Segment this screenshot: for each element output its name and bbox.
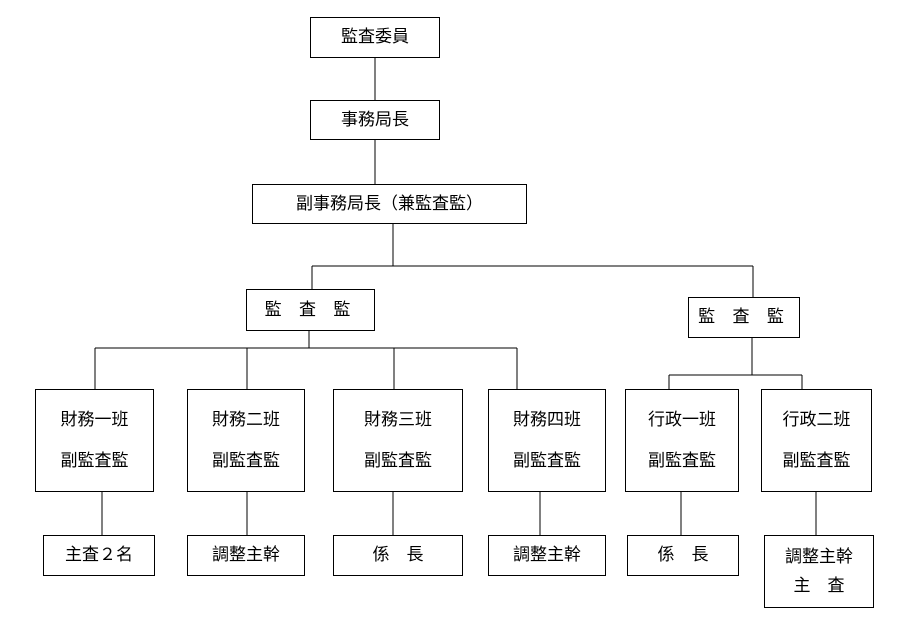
staff-box-finance-4: 調整主幹 — [488, 535, 606, 576]
team-name: 財務三班 — [364, 410, 432, 431]
team-name: 財務四班 — [513, 410, 581, 431]
committee-label: 監査委員 — [341, 27, 409, 48]
team-box-finance-3: 財務三班 副監査監 — [333, 389, 463, 492]
team-head: 副監査監 — [364, 450, 432, 471]
team-box-finance-4: 財務四班 副監査監 — [488, 389, 606, 492]
team-head: 副監査監 — [648, 450, 716, 471]
team-head: 副監査監 — [513, 450, 581, 471]
team-head: 副監査監 — [782, 450, 851, 471]
deputy-director-label: 副事務局長（兼監査監） — [296, 193, 483, 214]
auditor-left-label: 監 査 監 — [264, 299, 357, 320]
team-head: 副監査監 — [212, 450, 280, 471]
staff-label: 調整主幹 — [785, 547, 853, 568]
team-box-finance-2: 財務二班 副監査監 — [187, 389, 305, 492]
staff-label: 係 長 — [657, 545, 709, 566]
staff-box-admin-2: 調整主幹 主 査 — [764, 535, 874, 608]
staff-label: 主 査 — [793, 575, 845, 596]
staff-label: 調整主幹 — [513, 545, 581, 566]
director-label: 事務局長 — [341, 109, 409, 130]
staff-box-finance-2: 調整主幹 — [187, 535, 305, 576]
team-box-finance-1: 財務一班 副監査監 — [35, 389, 154, 492]
team-name: 行政二班 — [782, 410, 851, 431]
team-box-admin-2: 行政二班 副監査監 — [761, 389, 872, 492]
auditor-right-box: 監 査 監 — [688, 297, 800, 338]
team-name: 行政一班 — [648, 410, 716, 431]
staff-label: 主査２名 — [65, 545, 133, 566]
team-name: 財務一班 — [60, 410, 129, 431]
team-head: 副監査監 — [60, 450, 129, 471]
staff-box-finance-1: 主査２名 — [43, 535, 155, 576]
auditor-left-box: 監 査 監 — [246, 289, 375, 331]
auditor-right-label: 監 査 監 — [698, 307, 790, 328]
staff-box-finance-3: 係 長 — [333, 535, 463, 576]
staff-box-admin-1: 係 長 — [627, 535, 739, 576]
staff-label: 調整主幹 — [212, 545, 280, 566]
team-name: 財務二班 — [212, 410, 280, 431]
committee-box: 監査委員 — [310, 17, 440, 58]
director-box: 事務局長 — [310, 100, 440, 140]
team-box-admin-1: 行政一班 副監査監 — [625, 389, 739, 492]
deputy-director-box: 副事務局長（兼監査監） — [252, 184, 527, 224]
staff-label: 係 長 — [372, 545, 424, 566]
